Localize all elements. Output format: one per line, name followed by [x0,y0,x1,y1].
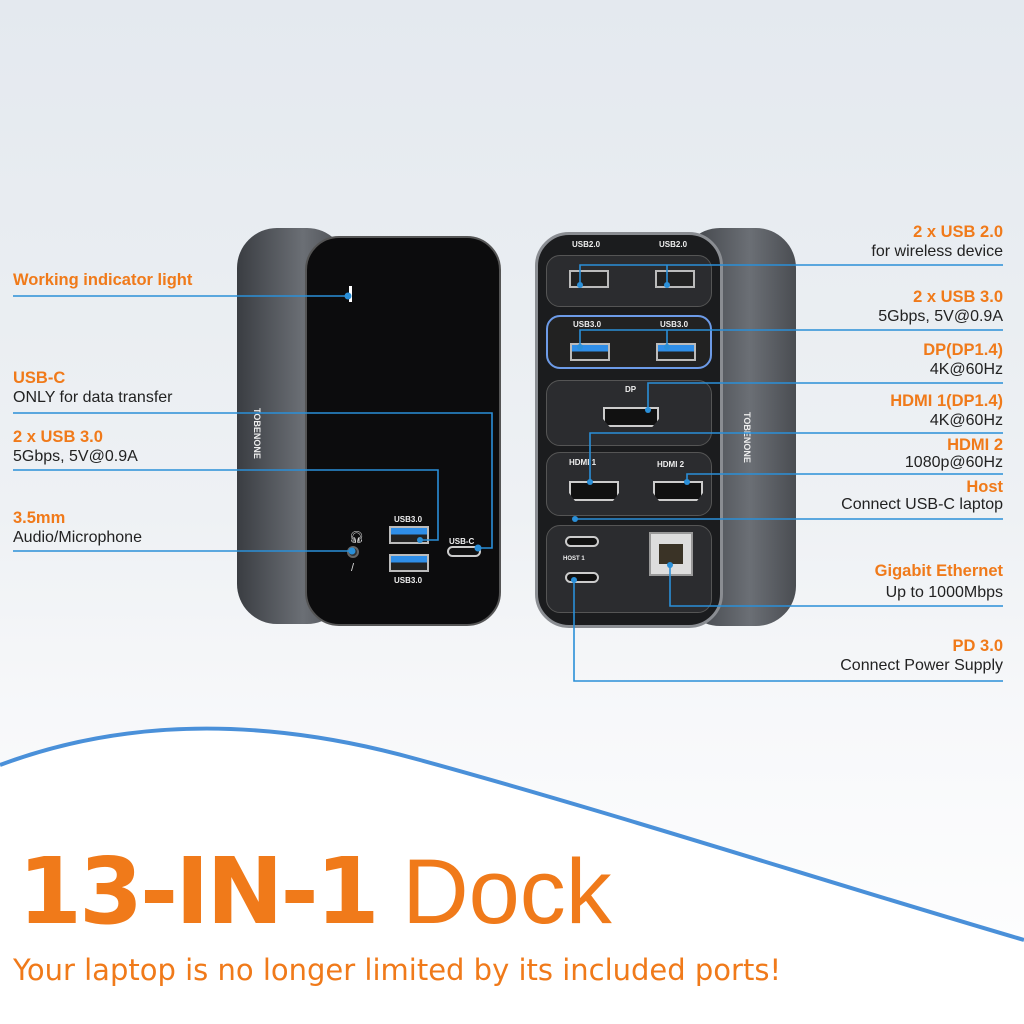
usbc-port [447,546,481,557]
right-device-front: USB2.0 USB2.0 USB3.0 USB3.0 DP HDMI 1 HD… [535,232,723,628]
usb3-port [389,554,429,572]
callout-dp: DP(DP1.4) 4K@60Hz [923,340,1003,380]
callout-hdmi1: HDMI 1(DP1.4) 4K@60Hz [890,391,1003,431]
port-label: USB3.0 [573,320,602,329]
port-label: HDMI 1 [569,458,597,467]
port-label: USB3.0 [394,576,423,585]
microphone-icon: / [351,562,355,574]
left-device-front: 🎧︎ / USB3.0 USB3.0 USB-C [305,236,501,626]
callout-indicator-light: Working indicator light [13,270,192,290]
callout-usb3-left: 2 x USB 3.0 5Gbps, 5V@0.9A [13,427,138,467]
subtitle: Your laptop is no longer limited by its … [13,953,782,987]
callout-title: Host [966,478,1003,496]
callout-ethernet: Gigabit Ethernet Up to 1000Mbps [875,560,1003,604]
callout-usbc: USB-C ONLY for data transfer [13,368,172,408]
callout-title: 2 x USB 2.0 [913,223,1003,241]
callout-title: DP(DP1.4) [923,341,1003,359]
callout-title: Gigabit Ethernet [874,562,1003,580]
host-usbc-port [565,536,599,547]
callout-title: 2 x USB 3.0 [913,288,1003,306]
callout-title: 3.5mm [13,509,66,527]
headline-bold: 13-IN-1 [18,838,380,945]
callout-desc: Connect Power Supply [840,657,1003,674]
headline-rest: Dock [376,841,612,943]
port-label: USB3.0 [394,515,423,524]
port-label: HDMI 2 [657,460,685,469]
callout-title: USB-C [13,369,66,387]
pd-usbc-port [565,572,599,583]
callout-desc: Connect USB-C laptop [841,496,1003,513]
headphone-icon: 🎧︎ [349,530,365,544]
port-label: USB3.0 [660,320,689,329]
port-label: USB2.0 [659,240,688,249]
callout-desc: for wireless device [871,243,1003,260]
headline: 13-IN-1 Dock [18,841,612,943]
callout-desc: Up to 1000Mbps [885,584,1003,601]
callout-title: HDMI 2 [947,436,1003,454]
hdmi-panel: HDMI 1 HDMI 2 [546,452,712,516]
callout-title: Working indicator light [13,271,193,289]
callout-title: PD 3.0 [952,637,1003,655]
callout-desc: 4K@60Hz [929,361,1003,378]
hdmi2-port [653,481,703,501]
callout-desc: ONLY for data transfer [13,389,173,406]
callout-desc: 4K@60Hz [929,412,1003,429]
callout-title: 2 x USB 3.0 [13,428,103,446]
port-label: USB2.0 [572,240,601,249]
callout-desc: Audio/Microphone [13,529,142,546]
ethernet-port [649,532,693,576]
ethernet-socket [659,544,683,564]
callout-title: HDMI 1(DP1.4) [890,392,1003,410]
callout-usb2: 2 x USB 2.0 for wireless device [871,222,1003,262]
port-label: HOST 1 [563,556,585,562]
callout-desc: 5Gbps, 5V@0.9A [13,448,138,465]
hdmi1-port [569,481,619,501]
usb2-panel: USB2.0 USB2.0 [546,240,712,307]
callout-usb3-right: 2 x USB 3.0 5Gbps, 5V@0.9A [878,287,1003,327]
dp-panel: DP [546,380,712,446]
callout-desc: 5Gbps, 5V@0.9A [878,308,1003,325]
dp-port [603,407,659,427]
port-label: DP [625,385,637,394]
callout-desc: 1080p@60Hz [904,454,1003,471]
port-label: USB-C [449,537,475,546]
